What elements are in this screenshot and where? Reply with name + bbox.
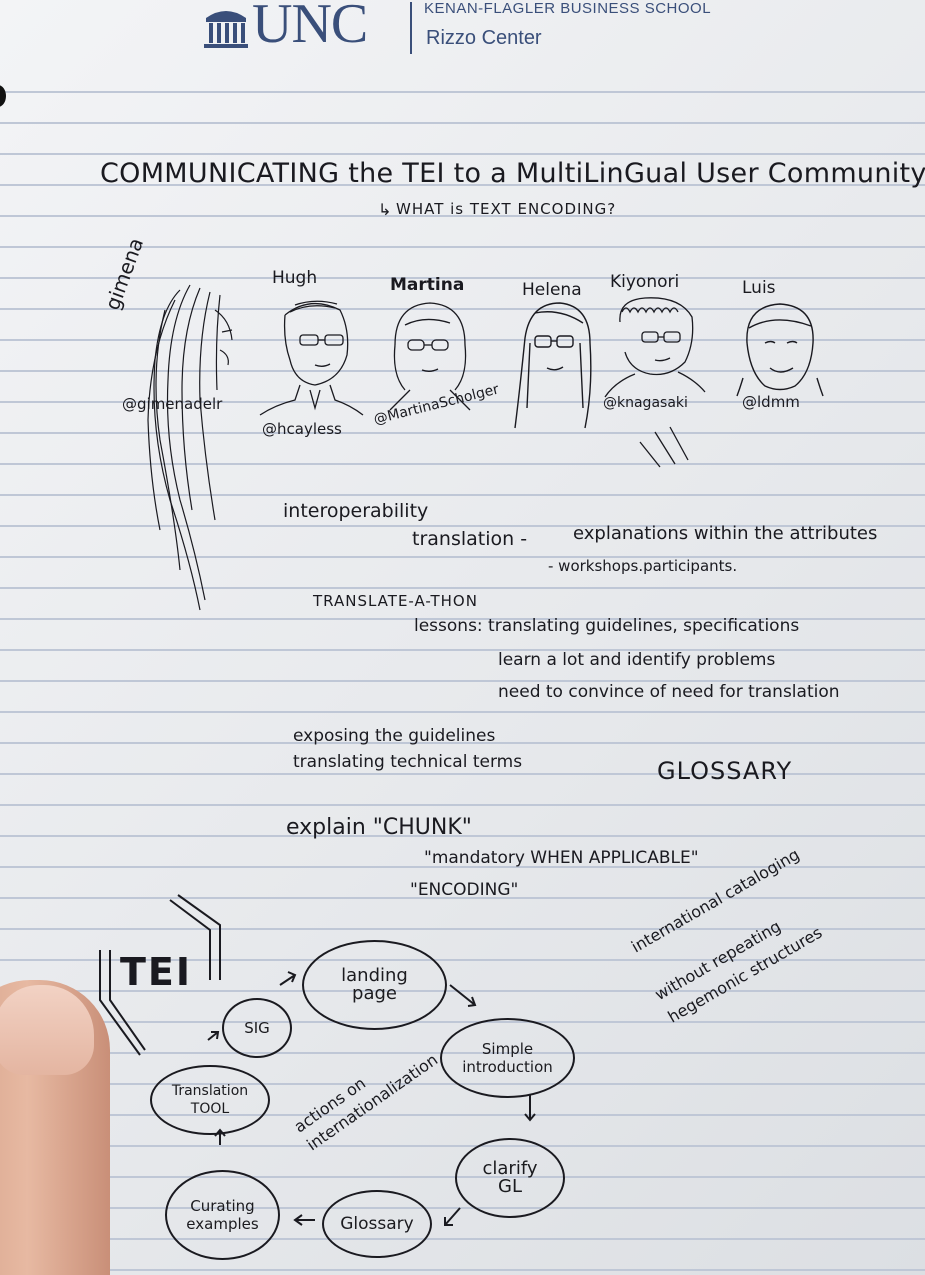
note-glossary-heading: GLOSSARY bbox=[657, 757, 793, 785]
note-technical: translating technical terms bbox=[293, 752, 523, 772]
person-handle-gimena: @gimenadelr bbox=[122, 395, 223, 413]
person-name-hugh: Hugh bbox=[272, 268, 318, 288]
note-explanations: explanations within the attributes bbox=[573, 523, 878, 544]
node-landing-page: landing page bbox=[302, 940, 447, 1030]
note-translate-a-thon: TRANSLATE-A-THON bbox=[313, 592, 478, 610]
person-name-helena: Helena bbox=[522, 280, 582, 300]
node-simple-introduction: Simple introduction bbox=[440, 1018, 575, 1098]
node-translation-tool: Translation TOOL bbox=[150, 1065, 270, 1135]
header-divider bbox=[410, 2, 412, 54]
binder-hole bbox=[0, 85, 6, 107]
note-exposing: exposing the guidelines bbox=[293, 726, 496, 746]
portrait-helena bbox=[514, 302, 592, 429]
unc-logo-text: UNC bbox=[252, 0, 368, 55]
center-name: Rizzo Center bbox=[426, 27, 542, 49]
person-handle-luis: @ldmm bbox=[742, 393, 800, 411]
node-clarify-gl: clarify GL bbox=[455, 1138, 565, 1218]
unc-well-logo-icon bbox=[204, 11, 248, 48]
node-curating-examples: Curating examples bbox=[165, 1170, 280, 1260]
person-handle-kiyonori: @knagasaki bbox=[603, 395, 688, 411]
person-name-kiyonori: Kiyonori bbox=[610, 272, 680, 292]
tei-logo: TEI bbox=[120, 950, 193, 994]
portrait-luis bbox=[736, 303, 824, 397]
tei-logo-and-arrows bbox=[99, 894, 536, 1226]
note-explain-chunk: explain "CHUNK" bbox=[286, 815, 472, 840]
page-subtitle: WHAT is TEXT ENCODING? bbox=[396, 200, 617, 218]
subtitle-arrow-icon: ↳ bbox=[378, 200, 392, 219]
node-sig: SIG bbox=[222, 998, 292, 1058]
node-glossary: Glossary bbox=[322, 1190, 432, 1258]
portrait-martina bbox=[389, 302, 471, 411]
portrait-hugh bbox=[259, 300, 364, 416]
note-mandatory: "mandatory WHEN APPLICABLE" bbox=[424, 848, 699, 868]
person-name-luis: Luis bbox=[742, 278, 776, 298]
portrait-gimena bbox=[147, 284, 233, 611]
person-name-martina: Martina bbox=[390, 275, 465, 295]
note-translation: translation - bbox=[412, 528, 528, 550]
side-note-hegemonic: without repeating hegemonic structures bbox=[651, 916, 826, 1027]
person-handle-hugh: @hcayless bbox=[262, 420, 342, 438]
note-lessons-1: lessons: translating guidelines, specifi… bbox=[414, 616, 800, 636]
page-title: COMMUNICATING the TEI to a MultiLinGual … bbox=[100, 158, 925, 189]
school-name: KENAN-FLAGLER BUSINESS SCHOOL bbox=[424, 0, 712, 17]
note-lessons-3: need to convince of need for translation bbox=[498, 682, 840, 702]
note-lessons-2: learn a lot and identify problems bbox=[498, 650, 776, 670]
note-encoding: "ENCODING" bbox=[410, 880, 519, 900]
portrait-kiyonori bbox=[604, 297, 706, 468]
note-workshops: - workshops.participants. bbox=[548, 557, 738, 575]
note-interoperability: interoperability bbox=[283, 500, 429, 522]
fingernail bbox=[0, 985, 94, 1075]
